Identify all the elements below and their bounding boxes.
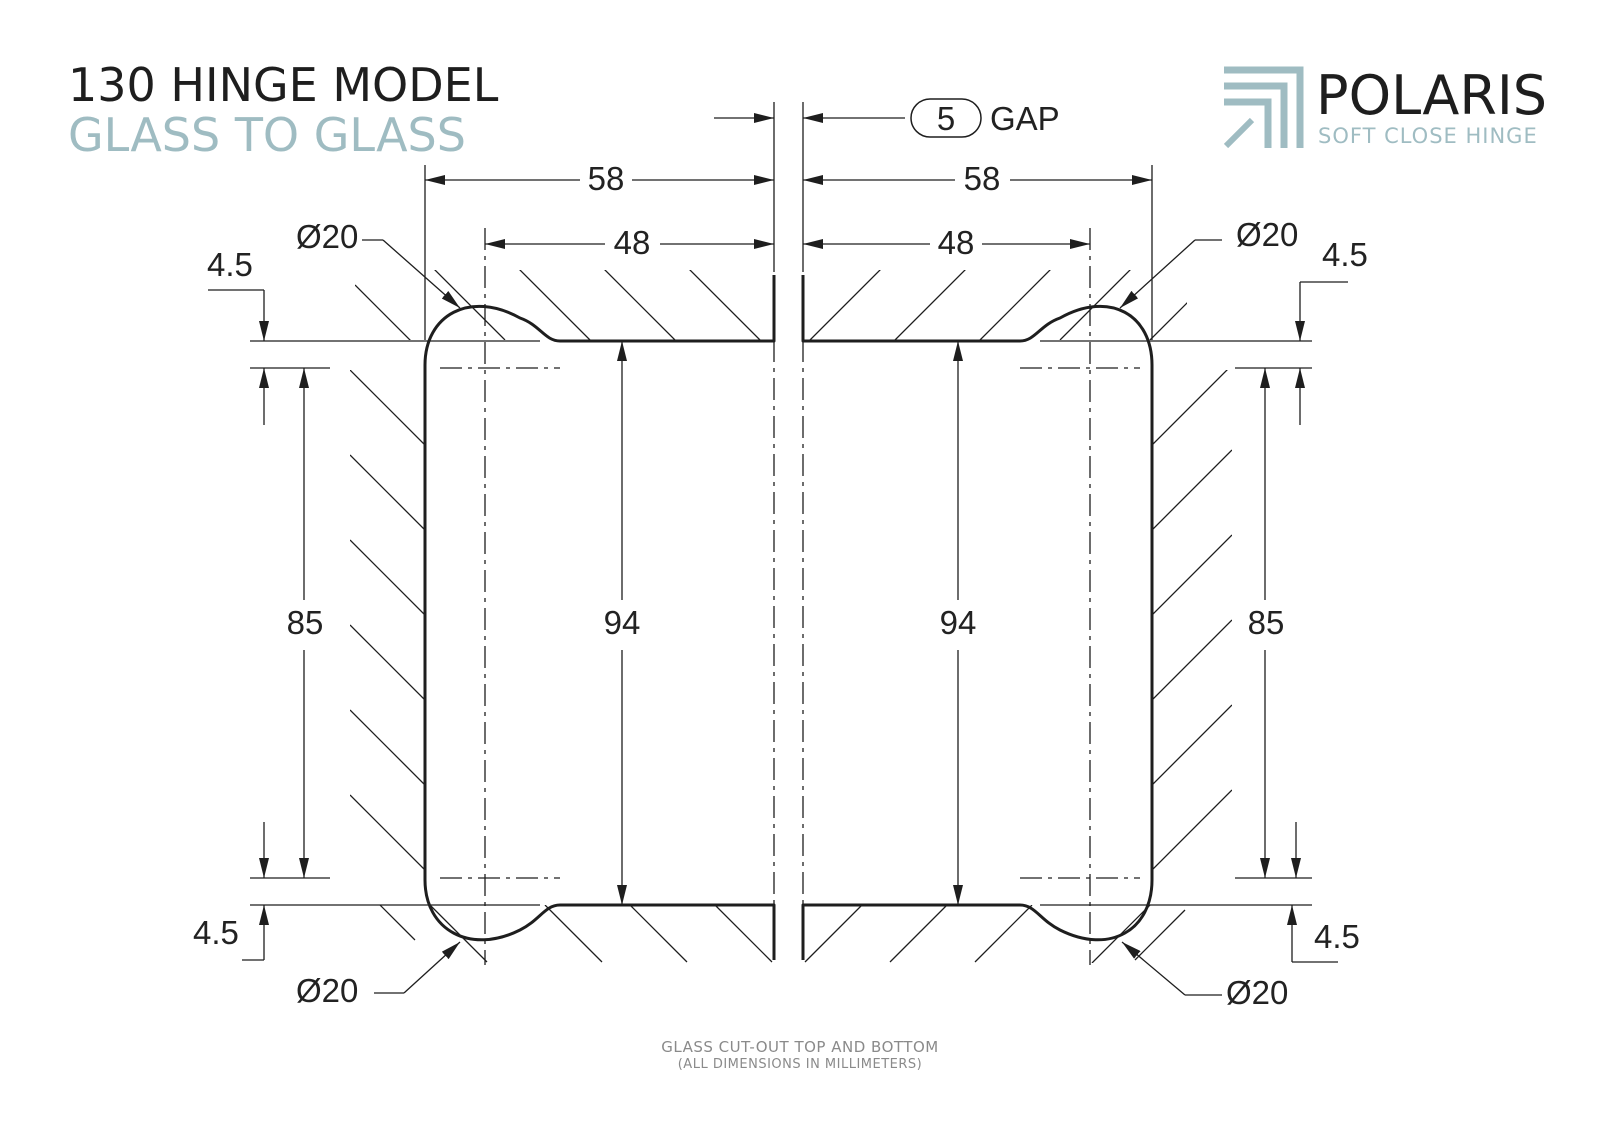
glass-hatching — [350, 270, 1232, 963]
footer-units-note: (ALL DIMENSIONS IN MILLIMETERS) — [677, 1057, 923, 1072]
left-width-inner: 48 — [614, 224, 651, 261]
right-width-inner: 48 — [938, 224, 975, 261]
right-height-inner: 94 — [940, 604, 977, 641]
dimension-labels: 5 GAP 58 58 48 48 85 94 94 85 Ø20 Ø20 Ø2… — [193, 100, 1368, 1011]
footer-note: GLASS CUT-OUT TOP AND BOTTOM — [661, 1038, 939, 1056]
gap-value-bubble — [910, 98, 982, 138]
brand-tagline: SOFT CLOSE HINGE — [1318, 124, 1538, 148]
brand-logo: POLARIS SOFT CLOSE HINGE — [1224, 62, 1548, 157]
right-width-outer: 58 — [964, 160, 1001, 197]
polaris-mark-icon — [1224, 66, 1304, 148]
left-cutout-outline — [423, 275, 776, 960]
right-cutout-outline — [801, 275, 1154, 960]
cutout-outline — [423, 275, 1154, 960]
right-height-outer: 85 — [1248, 604, 1285, 641]
offset-top-right: 4.5 — [1322, 236, 1368, 273]
brand-name: POLARIS — [1316, 64, 1548, 127]
diameter-bottom-right: Ø20 — [1226, 974, 1288, 1011]
left-height-inner: 94 — [604, 604, 641, 641]
left-height-outer: 85 — [287, 604, 324, 641]
extension-lines — [208, 102, 1348, 996]
offset-top-left: 4.5 — [207, 246, 253, 283]
gap-label: GAP — [990, 100, 1060, 137]
left-width-outer: 58 — [588, 160, 625, 197]
diameter-bottom-left: Ø20 — [296, 972, 358, 1009]
offset-bottom-left: 4.5 — [193, 914, 239, 951]
diameter-top-left: Ø20 — [296, 218, 358, 255]
dimension-lines — [259, 113, 1305, 996]
offset-bottom-right: 4.5 — [1314, 918, 1360, 955]
center-lines — [440, 228, 1140, 965]
page-subtitle: GLASS TO GLASS — [68, 108, 466, 162]
diameter-top-right: Ø20 — [1236, 216, 1298, 253]
gap-value: 5 — [937, 100, 955, 137]
page-title: 130 HINGE MODEL — [68, 58, 499, 112]
title-block: 130 HINGE MODEL GLASS TO GLASS — [68, 60, 498, 160]
